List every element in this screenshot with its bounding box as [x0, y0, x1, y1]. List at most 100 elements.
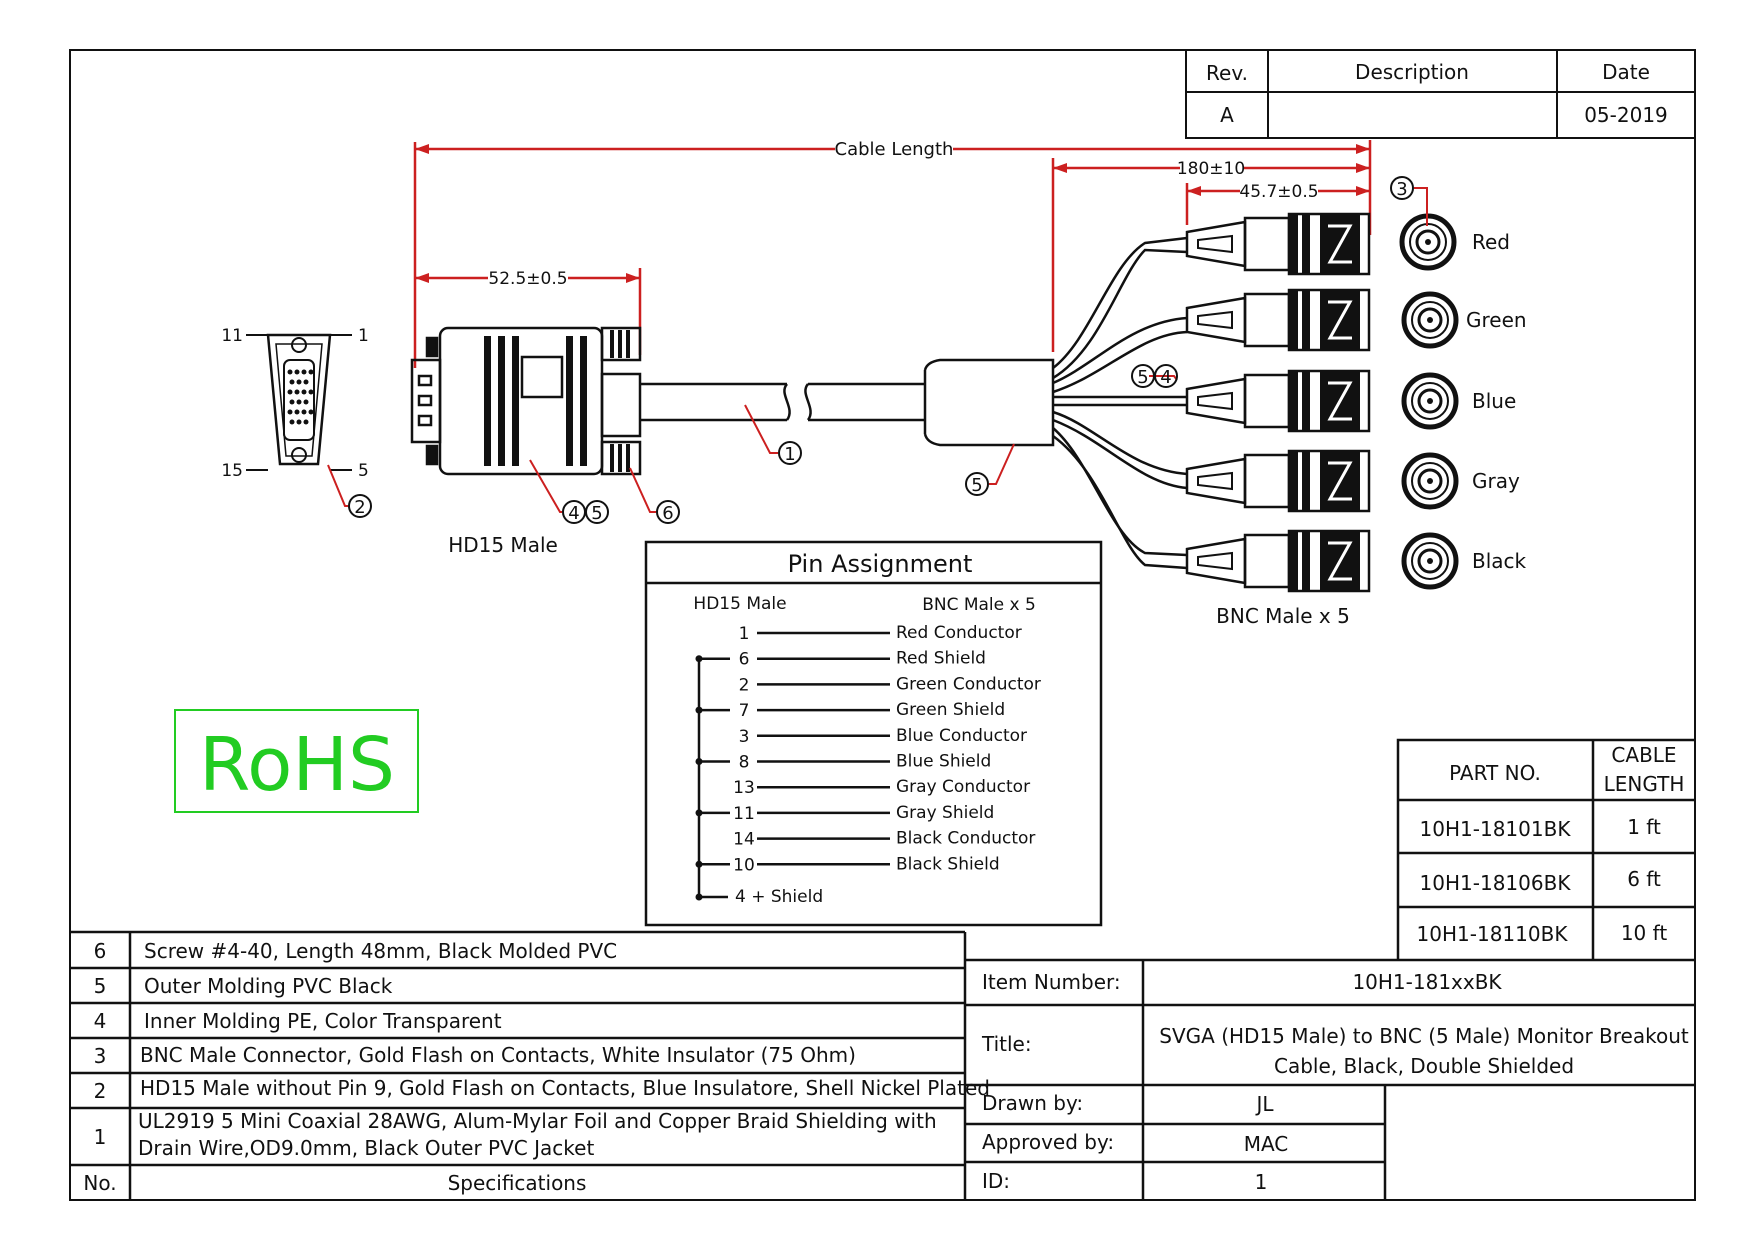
- cable-header-line1: CABLE: [1611, 743, 1676, 767]
- pin-header-hd15: HD15 Male: [693, 594, 786, 614]
- spec-text-1-line2: Drain Wire,OD9.0mm, Black Outer PVC Jack…: [138, 1136, 594, 1160]
- item-number-value: 10H1-181xxBK: [1352, 970, 1502, 994]
- bnc-label-green: Green: [1466, 308, 1527, 332]
- bnc-connector-black: [1185, 529, 1371, 593]
- callout-bubbles: [348, 176, 1414, 524]
- part-row-2-part: 10H1-18106BK: [1420, 871, 1572, 895]
- pin-label-1: 1: [358, 326, 369, 346]
- title-label: Title:: [981, 1032, 1032, 1056]
- spec-no-3: 3: [94, 1044, 107, 1068]
- drawn-by-label: Drawn by:: [982, 1091, 1083, 1115]
- pin-number: 6: [739, 650, 750, 670]
- shield-bus: [695, 659, 728, 901]
- callout-2: 2: [354, 497, 365, 518]
- callout-3: 3: [1396, 179, 1407, 200]
- hd15-caption: HD15 Male: [448, 533, 558, 557]
- breakout-length-label: 180±10: [1177, 159, 1245, 179]
- pin-signal: Black Conductor: [896, 829, 1035, 849]
- spec-text-1-line1: UL2919 5 Mini Coaxial 28AWG, Alum-Mylar …: [138, 1109, 937, 1133]
- part-no-header: PART NO.: [1449, 761, 1541, 785]
- callout-1: 1: [784, 444, 795, 465]
- pin-signal: Red Shield: [896, 649, 986, 669]
- spec-footer-no: No.: [83, 1171, 116, 1195]
- title-line-1: SVGA (HD15 Male) to BNC (5 Male) Monitor…: [1159, 1024, 1689, 1048]
- spec-no-5: 5: [94, 974, 107, 998]
- drawing-border: [69, 49, 1696, 1201]
- approved-by-label: Approved by:: [982, 1130, 1114, 1154]
- spec-no-1: 1: [94, 1125, 107, 1149]
- pin-signal: Blue Conductor: [896, 726, 1027, 746]
- callout-5b: 5: [1137, 367, 1148, 388]
- bnc-connector-red: [1185, 212, 1371, 276]
- spec-no-6: 6: [94, 939, 107, 963]
- pin-signal: Blue Shield: [896, 752, 991, 772]
- rev-value: A: [1220, 103, 1234, 127]
- pin-number: 1: [739, 624, 750, 644]
- date-header: Date: [1602, 60, 1650, 84]
- spec-no-4: 4: [94, 1009, 107, 1033]
- part-table-frame: [1396, 738, 1695, 960]
- callout-4b: 4: [1160, 367, 1171, 388]
- spec-text-6: Screw #4-40, Length 48mm, Black Molded P…: [144, 939, 617, 963]
- part-row-3-length: 10 ft: [1621, 921, 1667, 945]
- spec-text-5: Outer Molding PVC Black: [144, 974, 393, 998]
- part-row-3-part: 10H1-18110BK: [1417, 922, 1569, 946]
- hd15-face-pins: [287, 369, 314, 425]
- callout-6: 6: [662, 503, 673, 524]
- approved-by-value: MAC: [1244, 1132, 1289, 1156]
- callout-5c: 5: [971, 475, 982, 496]
- revision-block: [1185, 50, 1695, 139]
- bnc-label-red: Red: [1472, 230, 1510, 254]
- pin-signal: Gray Shield: [896, 803, 994, 823]
- part-row-1-part: 10H1-18101BK: [1420, 817, 1572, 841]
- pin-signal: Red Conductor: [896, 623, 1022, 643]
- title-block-frame: [965, 958, 1695, 1200]
- shield-node: [695, 655, 703, 663]
- pin-header-bnc: BNC Male x 5: [922, 595, 1036, 615]
- pin-signal: Green Shield: [896, 700, 1005, 720]
- callout-leaders: [327, 187, 1428, 513]
- bnc-face-gray: [1401, 452, 1459, 510]
- pin-number: 8: [739, 753, 750, 773]
- item-number-label: Item Number:: [982, 970, 1121, 994]
- callout-4a: 4: [568, 503, 579, 524]
- hd15-connector: [410, 326, 642, 476]
- bnc-label-gray: Gray: [1472, 469, 1520, 493]
- hd15-face-view: [246, 333, 352, 471]
- rohs-mark: RoHS: [199, 722, 395, 808]
- bnc-connector-gray: [1185, 449, 1371, 513]
- spec-text-3: BNC Male Connector, Gold Flash on Contac…: [140, 1043, 856, 1067]
- bnc-face-blue: [1401, 372, 1459, 430]
- pin-number: 11: [733, 804, 755, 824]
- date-value: 05-2019: [1584, 103, 1668, 127]
- bnc-label-blue: Blue: [1472, 389, 1516, 413]
- part-row-2-length: 6 ft: [1627, 867, 1661, 891]
- spec-table-frame: [70, 930, 967, 1200]
- pin-assignment-frame: [644, 540, 1103, 927]
- main-cable: [640, 358, 1055, 447]
- bnc-label-black: Black: [1472, 549, 1527, 573]
- spec-text-2: HD15 Male without Pin 9, Gold Flash on C…: [140, 1076, 990, 1100]
- pin-number: 10: [733, 855, 755, 875]
- cable-length-label: Cable Length: [835, 139, 954, 160]
- pin-number: 2: [739, 675, 750, 695]
- spec-footer-title: Specifications: [448, 1171, 587, 1195]
- bnc-face-black: [1401, 532, 1459, 590]
- description-header: Description: [1355, 60, 1469, 84]
- hd15-grip-ribs: [484, 330, 630, 472]
- pin-label-11: 11: [221, 326, 243, 346]
- pin-number: 13: [733, 778, 755, 798]
- rohs-box: [174, 709, 419, 813]
- drawn-by-value: JL: [1254, 1092, 1274, 1116]
- id-label: ID:: [982, 1169, 1010, 1193]
- spec-no-2: 2: [94, 1079, 107, 1103]
- bnc-connector-green: [1185, 288, 1371, 352]
- pin-label-5: 5: [358, 461, 369, 481]
- dimension-lines: [413, 140, 1372, 368]
- pin-number: 3: [739, 727, 750, 747]
- bnc-caption: BNC Male x 5: [1216, 604, 1350, 628]
- cable-header-line2: LENGTH: [1604, 772, 1685, 796]
- ground-label: 4 + Shield: [735, 887, 823, 907]
